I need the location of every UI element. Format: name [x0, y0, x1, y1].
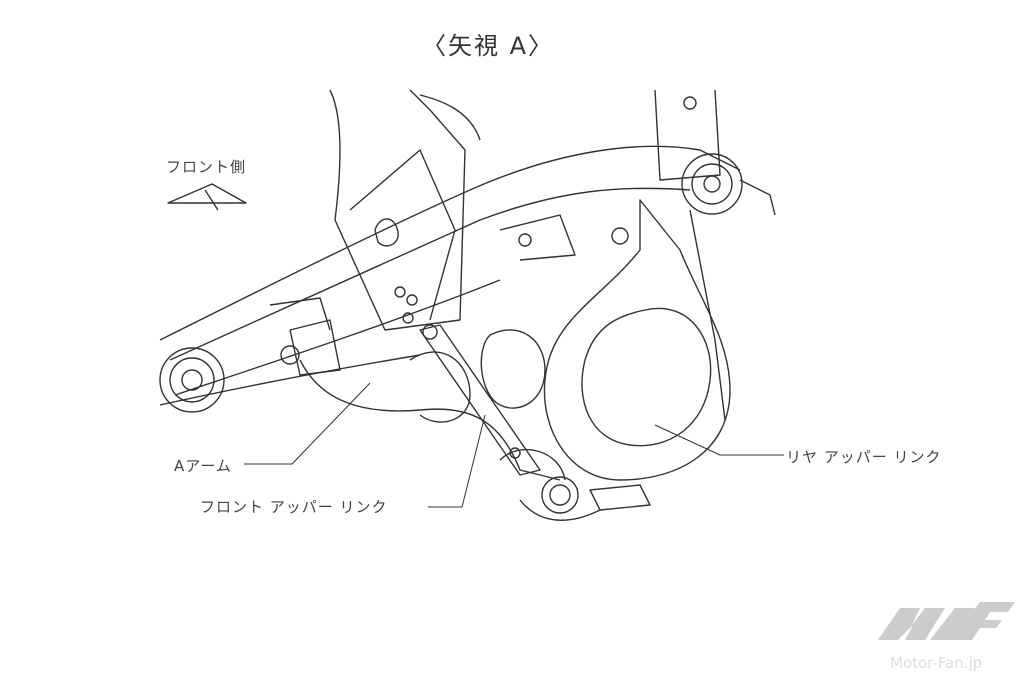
view-title: 〈矢視 A〉 [422, 32, 555, 60]
front-direction-arrow-icon [167, 183, 247, 211]
rear-upper-link-label: リヤ アッパー リンク [786, 448, 942, 466]
front-bushing [159, 347, 225, 413]
front-side-label: フロント側 [166, 158, 247, 176]
leader-lines [244, 382, 784, 508]
a-arm-label: Aアーム [174, 457, 232, 475]
front-upper-link-label: フロント アッパー リンク [200, 498, 388, 516]
front-upper-link [419, 324, 566, 481]
vertical-member [329, 89, 481, 331]
knuckle [480, 214, 601, 521]
subframe-crossmember [159, 145, 741, 406]
watermark-text: Motor-Fan.jp [890, 654, 983, 672]
watermark-logo [878, 602, 1015, 640]
rear-bushing [654, 89, 776, 216]
rear-upper-link [543, 199, 731, 511]
